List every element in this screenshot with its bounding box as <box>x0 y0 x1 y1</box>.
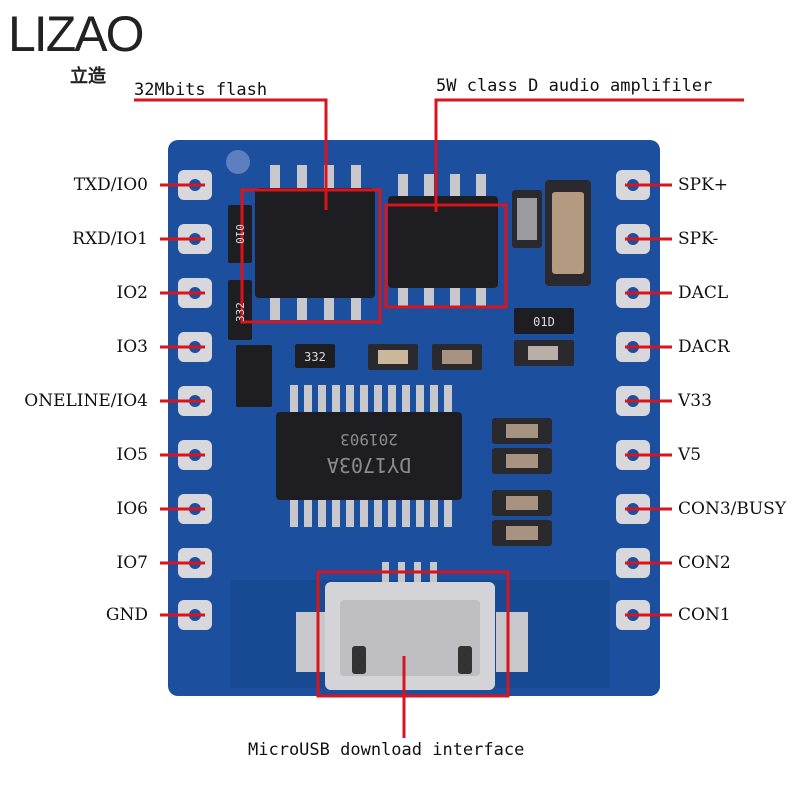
main-chip-marking-1: 201903 <box>340 430 398 449</box>
brand-subtitle: 立造 <box>70 66 106 87</box>
pin-label-right: CON1 <box>678 605 731 625</box>
resistor-marking: 01D <box>533 315 555 329</box>
pin-label-right: DACR <box>678 337 730 357</box>
pin-label-right: V5 <box>678 445 702 465</box>
flash-callout: 32Mbits flash <box>134 80 268 100</box>
usb-highlight-box <box>316 570 510 698</box>
brand-logo: LIZAO <box>8 6 144 62</box>
flash-chip <box>255 165 375 320</box>
pin-label-left: IO2 <box>116 283 148 303</box>
resistor-marking: 332 <box>304 350 326 364</box>
pin-label-left: TXD/IO0 <box>73 175 148 195</box>
smd-resistor <box>228 280 252 340</box>
resistor-marking: 010 <box>233 224 246 244</box>
smd-capacitor-body <box>517 198 537 240</box>
pin-label-right: SPK- <box>678 229 719 249</box>
microusb-connector <box>296 562 528 690</box>
pin-label-left: IO5 <box>116 445 148 465</box>
pin-label-right: CON2 <box>678 553 731 573</box>
callout-lines <box>134 98 744 738</box>
main-chip-marking-2: DY1703A <box>327 453 411 477</box>
smd-resistor <box>514 308 574 334</box>
smd-resistor <box>228 205 252 263</box>
pin-label-left: ONELINE/IO4 <box>24 391 148 411</box>
usb-callout: MicroUSB download interface <box>248 740 525 760</box>
pin-label-right: V33 <box>678 391 712 411</box>
amplifier-chip <box>388 174 498 306</box>
amp-callout: 5W class D audio amplifiler <box>436 76 713 96</box>
flash-highlight-box <box>240 188 382 324</box>
pin-label-left: GND <box>105 605 148 625</box>
main-chip <box>276 385 462 527</box>
amp-leader <box>434 98 744 212</box>
pin-label-left: RXD/IO1 <box>72 229 148 249</box>
transistor <box>236 345 272 407</box>
amp-highlight-box <box>384 203 508 309</box>
pin-label-left: IO6 <box>116 499 148 519</box>
flash-leader <box>134 98 328 210</box>
tantalum-capacitor-body <box>552 192 584 274</box>
pin-label-right: SPK+ <box>678 175 729 195</box>
resistor-marking: 332 <box>234 302 247 322</box>
smd-resistor <box>295 344 335 368</box>
pin-label-right: DACL <box>678 283 729 303</box>
mount-hole <box>226 150 250 174</box>
pin-label-right: CON3/BUSY <box>678 499 787 519</box>
pin-label-left: IO7 <box>116 553 148 573</box>
pin-label-left: IO3 <box>116 337 148 357</box>
